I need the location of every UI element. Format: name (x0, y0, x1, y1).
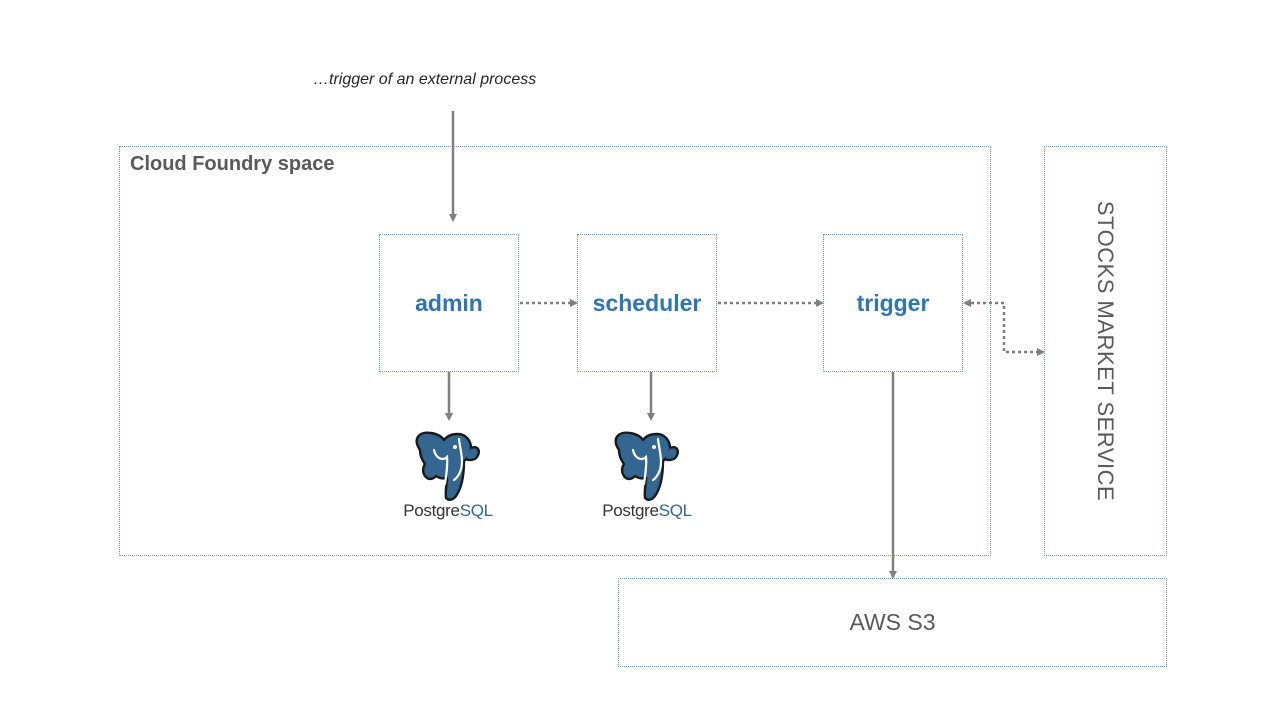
cloud-foundry-space-title: Cloud Foundry space (130, 153, 335, 175)
external-trigger-note: …trigger of an external process (313, 71, 537, 88)
postgresql-elephant-icon (614, 431, 679, 501)
trigger-stocks-bidirectional-arrow (963, 299, 1045, 356)
admin-postgresql-database: PostgreSQL (398, 428, 498, 528)
admin-service-label: admin (415, 289, 483, 316)
postgresql-wordmark: PostgreSQL (403, 501, 493, 520)
scheduler-postgresql-database: PostgreSQL (597, 428, 697, 528)
scheduler-service-label: scheduler (592, 289, 702, 316)
postgresql-elephant-icon (415, 431, 480, 501)
postgresql-wordmark: PostgreSQL (602, 501, 692, 520)
admin-service-box[interactable]: admin (379, 234, 519, 372)
aws-s3-label: AWS S3 (849, 609, 936, 635)
trigger-service-label: trigger (856, 289, 930, 316)
